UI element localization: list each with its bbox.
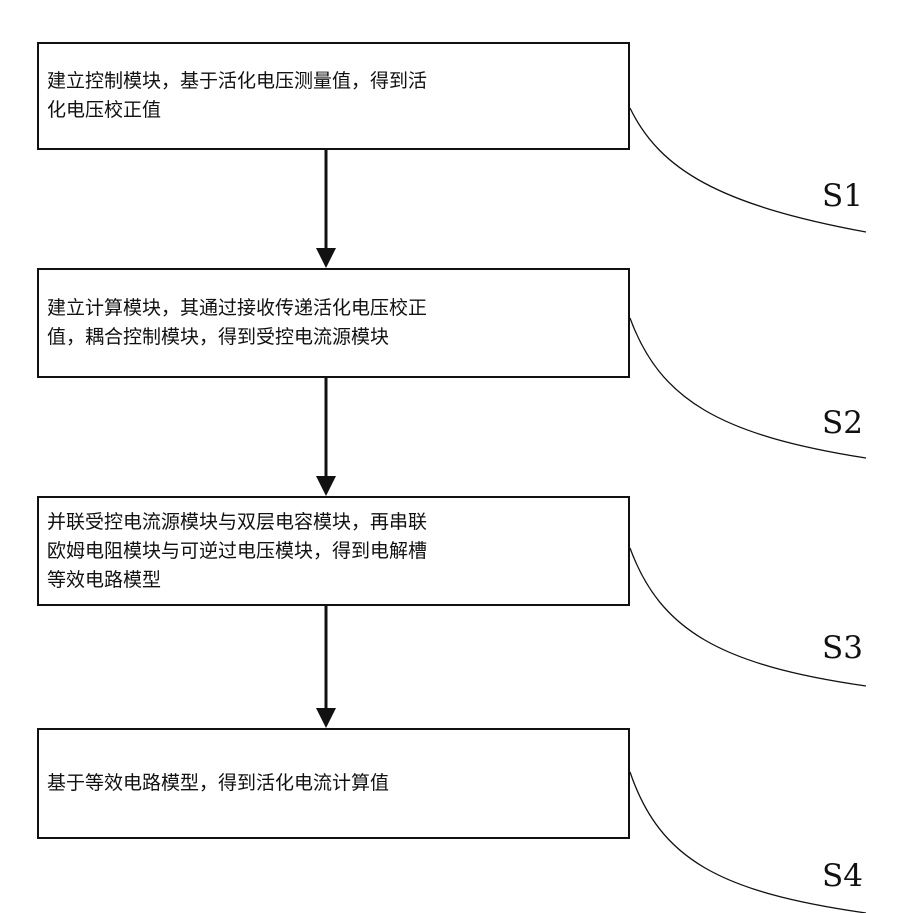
step-box-s3: 并联受控电流源模块与双层电容模块，再串联 欧姆电阻模块与可逆过电压模块，得到电解… — [37, 496, 630, 606]
step-label-s2: S2 — [822, 405, 863, 441]
step-box-s4: 基于等效电路模型，得到活化电流计算值 — [37, 728, 630, 839]
step-text-line: 化电压校正值 — [47, 96, 427, 125]
step-text-line: 建立控制模块，基于活化电压测量值，得到活 — [47, 67, 427, 96]
step-text-s2: 建立计算模块，其通过接收传递活化电压校正 值，耦合控制模块，得到受控电流源模块 — [47, 294, 427, 352]
flow-arrow-s2-s3 — [316, 378, 336, 496]
step-label-s3: S3 — [822, 630, 863, 666]
step-text-line: 基于等效电路模型，得到活化电流计算值 — [47, 769, 389, 798]
step-text-line: 并联受控电流源模块与双层电容模块，再串联 — [47, 508, 427, 537]
flow-arrow-s1-s2 — [316, 150, 336, 268]
step-label-s1: S1 — [822, 178, 863, 214]
flow-arrow-s3-s4 — [316, 606, 336, 728]
step-text-s1: 建立控制模块，基于活化电压测量值，得到活 化电压校正值 — [47, 67, 427, 125]
step-label-s4: S4 — [822, 858, 863, 894]
step-text-line: 建立计算模块，其通过接收传递活化电压校正 — [47, 294, 427, 323]
step-text-s3: 并联受控电流源模块与双层电容模块，再串联 欧姆电阻模块与可逆过电压模块，得到电解… — [47, 508, 427, 595]
step-text-line: 欧姆电阻模块与可逆过电压模块，得到电解槽 — [47, 537, 427, 566]
step-text-line: 等效电路模型 — [47, 566, 427, 595]
step-box-s1: 建立控制模块，基于活化电压测量值，得到活 化电压校正值 — [37, 42, 630, 150]
step-text-line: 值，耦合控制模块，得到受控电流源模块 — [47, 323, 427, 352]
step-text-s4: 基于等效电路模型，得到活化电流计算值 — [47, 769, 389, 798]
step-box-s2: 建立计算模块，其通过接收传递活化电压校正 值，耦合控制模块，得到受控电流源模块 — [37, 268, 630, 378]
